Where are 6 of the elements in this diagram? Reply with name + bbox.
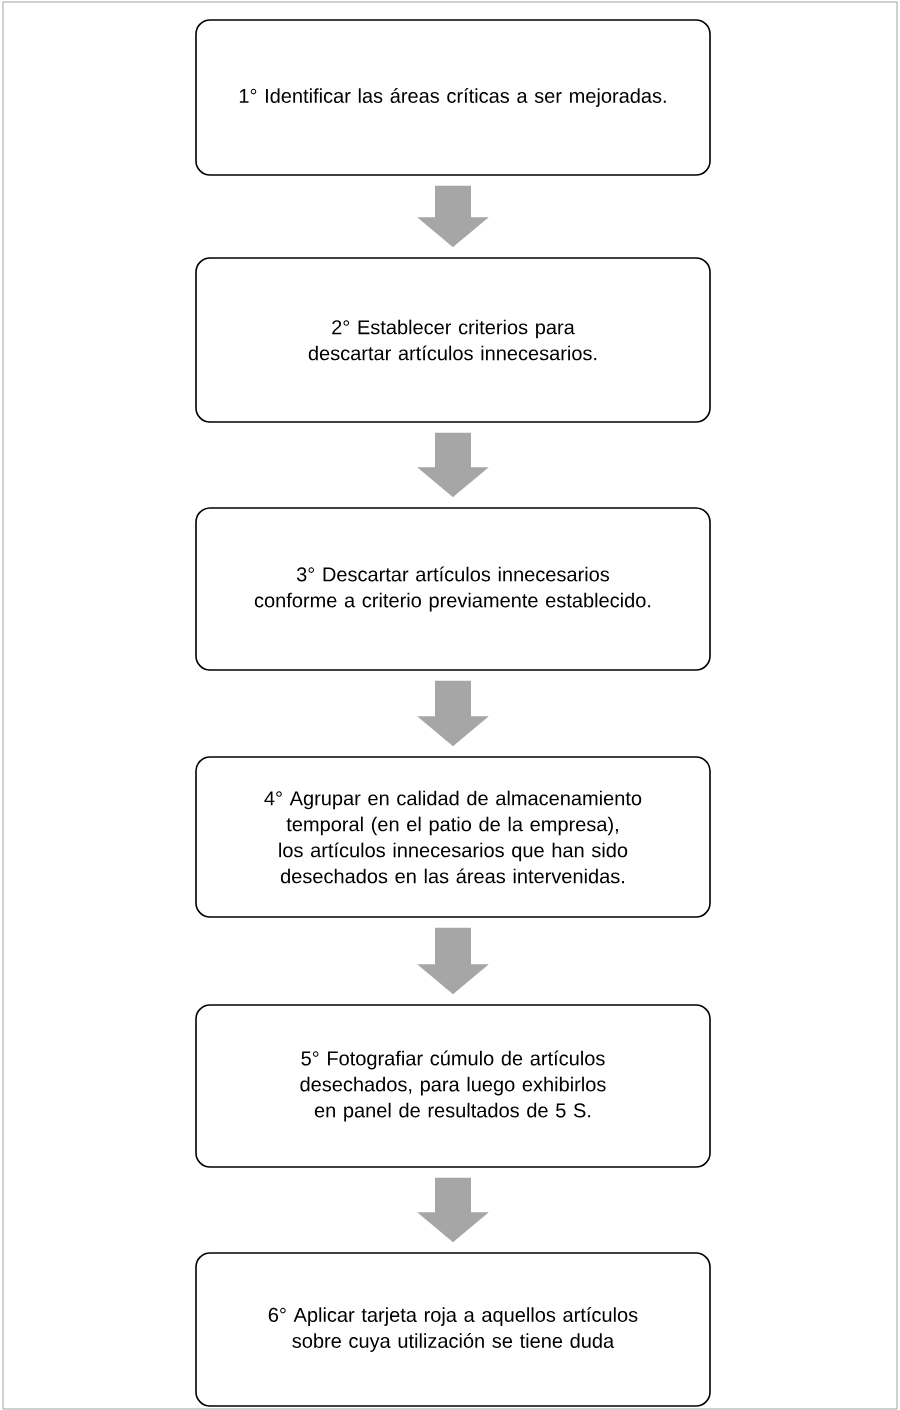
process-box: 1° Identificar las áreas críticas a ser mejoradas. bbox=[195, 19, 711, 176]
process-box: 6° Aplicar tarjeta roja a aquellos artículos sobre cuya utilización se tiene duda bbox=[195, 1252, 711, 1407]
process-box: 4° Agrupar en calidad de almacenamiento temporal (en el patio de la empresa), los artículos innecesarios que han sido desechados en las áreas intervenidas. bbox=[195, 756, 711, 918]
process-box: 5° Fotografiar cúmulo de artículos desechados, para luego exhibirlos en panel de resultados de 5 S. bbox=[195, 1004, 711, 1168]
process-box: 2° Establecer criterios para descartar artículos innecesarios. bbox=[195, 257, 711, 423]
process-box: 3° Descartar artículos innecesarios conforme a criterio previamente establecido. bbox=[195, 507, 711, 671]
